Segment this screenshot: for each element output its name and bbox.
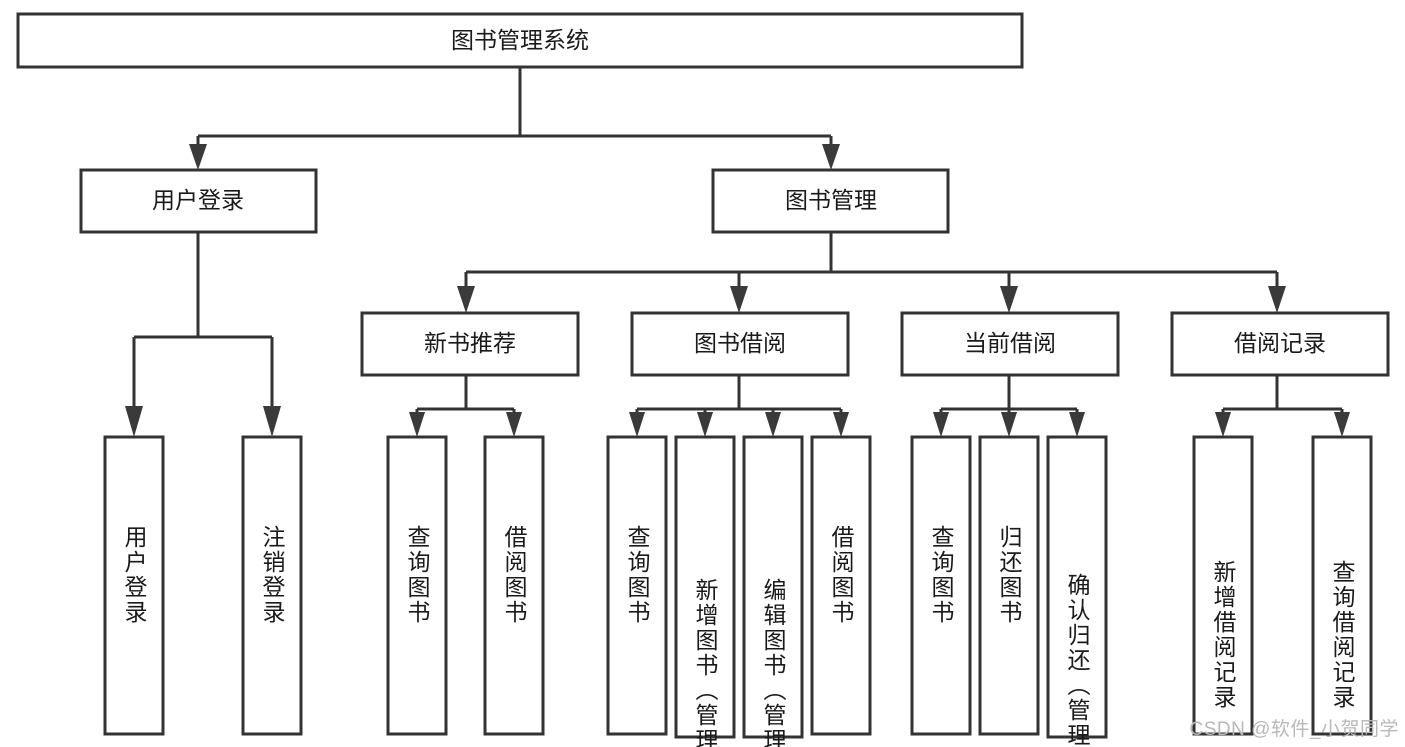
watermark: CSDN @软件_小贺同学 <box>1189 719 1399 740</box>
arrow-newbook-leaf-0-icon <box>409 412 425 437</box>
leaf-current-return-book-box <box>978 435 1040 736</box>
node-book-borrow[interactable]: 图书借阅 <box>630 311 850 377</box>
leaf-current-return-book[interactable]: 归还图书 <box>978 435 1040 736</box>
leaf-new-book-query-label: 查询图书 <box>404 525 431 625</box>
leaf-borrow-query-book[interactable]: 查询图书 <box>606 435 668 736</box>
leaf-record-query-record-label: 查询借阅记录 <box>1329 560 1356 710</box>
arrow-root-to-book-mgmt-icon <box>822 144 840 170</box>
leaf-user-login-login-box <box>103 435 165 736</box>
leaf-record-add-record-label: 新增借阅记录 <box>1210 560 1237 710</box>
leaf-new-book-borrow-box <box>483 435 545 736</box>
leaf-borrow-borrow-book[interactable]: 借阅图书 <box>810 435 872 736</box>
leaf-borrow-query-book-box <box>606 435 668 736</box>
node-new-book-recommend-label: 新书推荐 <box>424 330 516 356</box>
arrow-userlogin-leaf-0-icon <box>125 406 143 437</box>
node-root-system[interactable]: 图书管理系统 <box>16 12 1024 69</box>
leaf-borrow-borrow-book-box <box>810 435 872 736</box>
leaf-user-login-login[interactable]: 用户登录 <box>103 435 165 736</box>
leaf-new-book-borrow-label: 借阅图书 <box>501 525 528 625</box>
node-book-borrow-label: 图书借阅 <box>694 330 786 356</box>
leaf-new-book-query-box <box>386 435 448 736</box>
leaf-borrow-add-book-admin-box <box>674 435 736 739</box>
leaf-current-confirm-return-admin-box <box>1046 435 1108 739</box>
arrow-current-leaf-2-icon <box>1069 412 1085 437</box>
arrow-bookmgmt-to-newbook-icon <box>457 286 475 313</box>
leaf-borrow-edit-book-admin[interactable]: 编辑图书（管理员） <box>742 435 804 747</box>
node-current-borrow-label: 当前借阅 <box>964 330 1056 356</box>
node-book-management-box <box>711 168 950 234</box>
arrow-record-leaf-1-icon <box>1334 412 1350 437</box>
node-book-management-label: 图书管理 <box>785 187 877 213</box>
leaf-current-return-book-label: 归还图书 <box>996 525 1023 625</box>
leaf-record-add-record-box <box>1192 435 1254 736</box>
leaf-current-query-book-label: 查询图书 <box>928 525 955 625</box>
leaf-new-book-borrow[interactable]: 借阅图书 <box>483 435 545 736</box>
arrow-root-to-user-login-icon <box>189 144 207 170</box>
node-book-borrow-box <box>630 311 850 377</box>
node-borrow-record[interactable]: 借阅记录 <box>1170 311 1390 377</box>
leaf-user-login-logout-label: 注销登录 <box>259 525 286 625</box>
node-borrow-record-box <box>1170 311 1390 377</box>
arrow-borrow-leaf-3-icon <box>833 412 849 437</box>
leaf-record-add-record[interactable]: 新增借阅记录 <box>1192 435 1254 736</box>
arrow-borrow-leaf-1-icon <box>697 412 713 437</box>
leaf-borrow-add-book-admin-label: 新增图书（管理员） <box>692 578 719 747</box>
arrow-borrow-leaf-0-icon <box>629 412 645 437</box>
leaf-borrow-query-book-label: 查询图书 <box>624 525 651 625</box>
arrow-newbook-leaf-1-icon <box>506 412 522 437</box>
node-current-borrow-box <box>900 311 1120 377</box>
arrow-current-leaf-0-icon <box>933 412 949 437</box>
leaf-borrow-add-book-admin[interactable]: 新增图书（管理员） <box>674 435 736 747</box>
leaf-borrow-edit-book-admin-box <box>742 435 804 739</box>
arrow-bookmgmt-to-record-icon <box>1268 286 1286 313</box>
arrow-bookmgmt-to-current-icon <box>1000 286 1018 313</box>
arrow-userlogin-leaf-1-icon <box>263 406 281 437</box>
node-borrow-record-label: 借阅记录 <box>1234 330 1326 356</box>
leaf-record-query-record[interactable]: 查询借阅记录 <box>1311 435 1373 736</box>
connector-layer <box>125 67 1350 437</box>
node-root-system-box <box>16 12 1024 69</box>
arrow-borrow-leaf-2-icon <box>765 412 781 437</box>
leaf-current-query-book[interactable]: 查询图书 <box>910 435 972 736</box>
arrow-current-leaf-1-icon <box>1001 412 1017 437</box>
node-book-management[interactable]: 图书管理 <box>711 168 950 234</box>
node-user-login[interactable]: 用户登录 <box>79 168 318 234</box>
leaf-borrow-borrow-book-label: 借阅图书 <box>828 525 855 625</box>
leaf-new-book-query[interactable]: 查询图书 <box>386 435 448 736</box>
node-new-book-recommend[interactable]: 新书推荐 <box>360 311 580 377</box>
leaf-record-query-record-box <box>1311 435 1373 736</box>
leaf-user-login-logout-box <box>241 435 303 736</box>
node-new-book-recommend-box <box>360 311 580 377</box>
node-current-borrow[interactable]: 当前借阅 <box>900 311 1120 377</box>
leaf-user-login-logout[interactable]: 注销登录 <box>241 435 303 736</box>
arrow-record-leaf-0-icon <box>1215 412 1231 437</box>
leaf-current-confirm-return-admin-label: 确认归还（管理员） <box>1064 573 1091 747</box>
node-user-login-label: 用户登录 <box>152 187 244 213</box>
leaf-current-confirm-return-admin[interactable]: 确认归还（管理员） <box>1046 435 1108 747</box>
leaf-user-login-login-label: 用户登录 <box>121 525 148 625</box>
node-root-system-label: 图书管理系统 <box>451 27 589 53</box>
leaf-borrow-edit-book-admin-label: 编辑图书（管理员） <box>760 578 787 747</box>
node-user-login-box <box>79 168 318 234</box>
arrow-bookmgmt-to-borrow-icon <box>730 286 748 313</box>
leaf-current-query-book-box <box>910 435 972 736</box>
